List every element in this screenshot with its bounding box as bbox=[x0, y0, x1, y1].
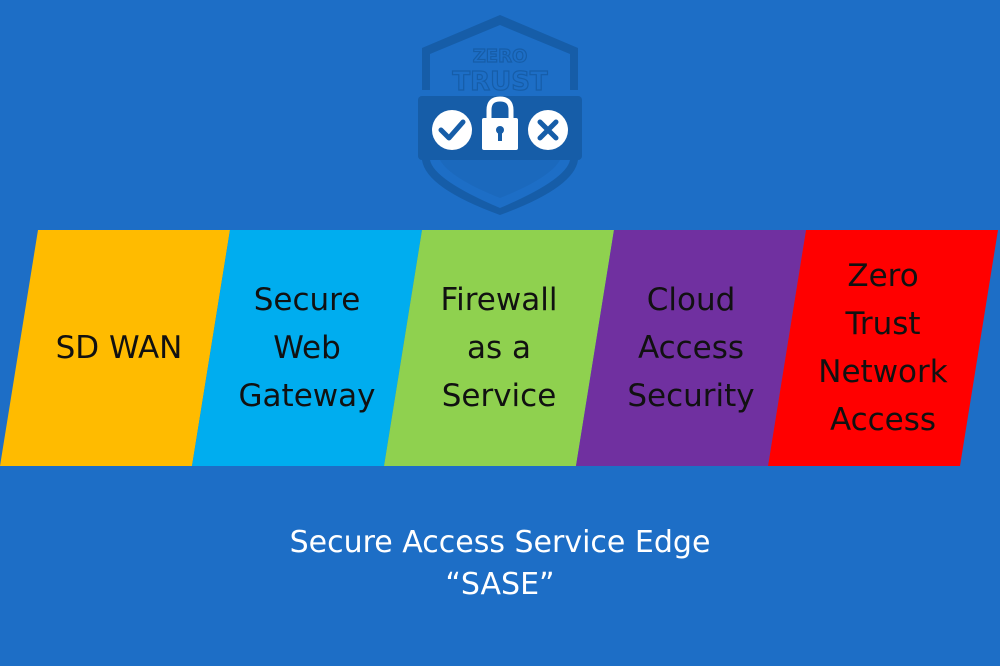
logo-text-trust: TRUST bbox=[452, 67, 548, 97]
padlock-icon bbox=[482, 96, 518, 150]
x-icon bbox=[528, 110, 568, 150]
caption-title: Secure Access Service Edge bbox=[289, 525, 711, 560]
pillar-secure-web-gateway: Secure Web Gateway bbox=[192, 230, 422, 466]
pillar-firewall-as-a-service: Firewall as a Service bbox=[384, 230, 614, 466]
zero-trust-logo: ZERO TRUST bbox=[410, 10, 590, 215]
caption: Secure Access Service Edge “SASE” bbox=[0, 522, 1000, 606]
pillar-sd-wan: SD WAN bbox=[0, 230, 230, 466]
pillar-label: Cloud Access Security bbox=[627, 282, 755, 414]
pillar-cloud-access-security: Cloud Access Security bbox=[576, 230, 806, 466]
shield-icon bbox=[422, 15, 578, 90]
sase-pillars: SD WAN Secure Web Gateway Firewall as a … bbox=[0, 230, 1000, 466]
check-icon bbox=[432, 110, 472, 150]
caption-acronym: “SASE” bbox=[445, 567, 555, 602]
pillar-label: Firewall as a Service bbox=[440, 282, 558, 414]
pillar-label: SD WAN bbox=[55, 330, 183, 366]
logo-text-zero: ZERO bbox=[473, 46, 528, 67]
pillar-zero-trust-network-access: Zero Trust Network Access bbox=[768, 230, 998, 466]
pillar-label: Secure Web Gateway bbox=[238, 282, 376, 414]
pillar-label: Zero Trust Network Access bbox=[818, 258, 948, 438]
